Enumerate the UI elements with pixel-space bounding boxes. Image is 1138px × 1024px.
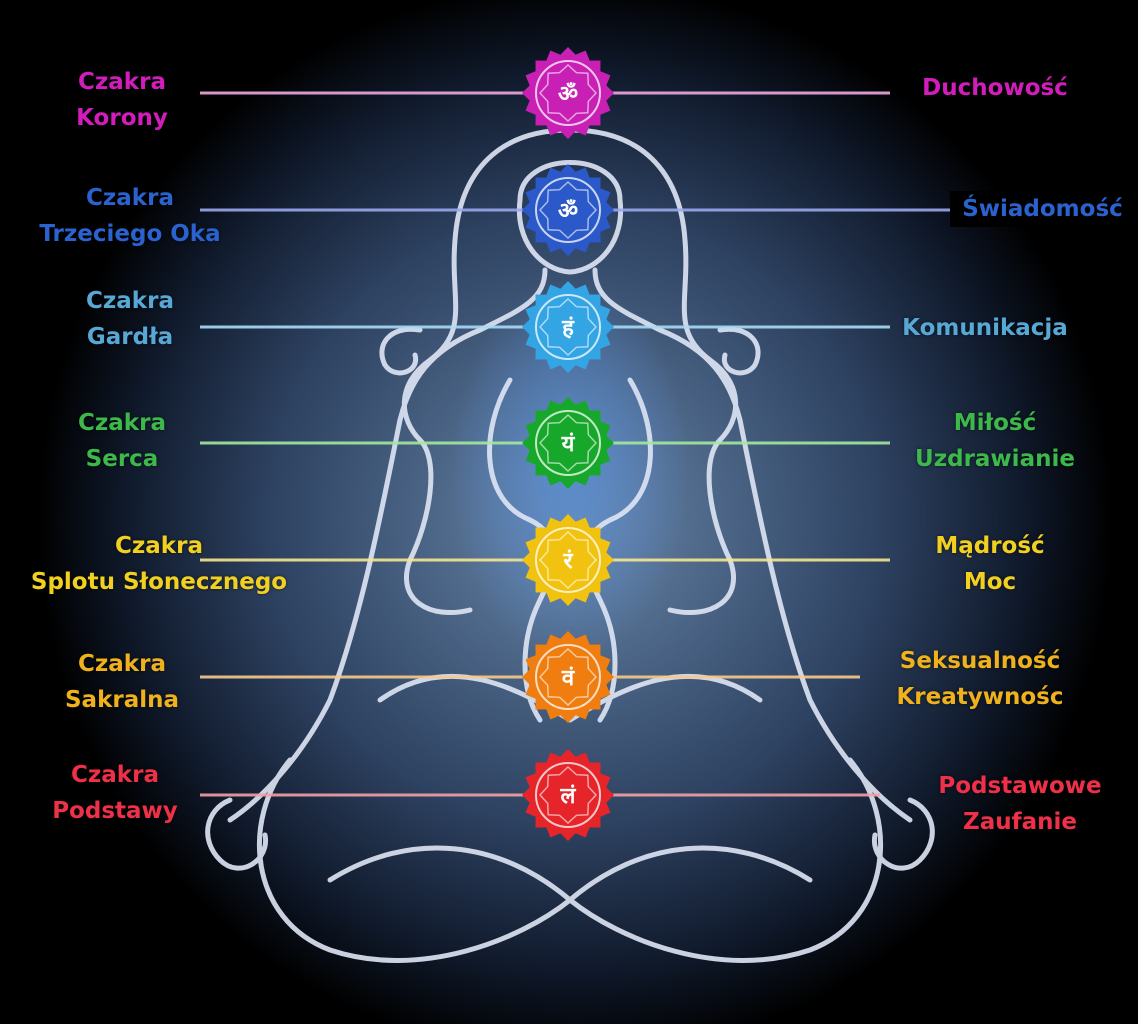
left-label-sacral: Czakra Sakralna xyxy=(52,646,192,718)
left-label-sacral-line2: Sakralna xyxy=(64,687,180,713)
left-label-crown-line1: Czakra xyxy=(78,69,166,95)
left-label-throat-line1: Czakra xyxy=(86,288,174,314)
chakra-ring-heart xyxy=(535,410,601,476)
chakra-ring-sacral xyxy=(535,644,601,710)
chakra-symbol-sacral: वं xyxy=(561,666,575,691)
chakra-symbol-crown: ॐ xyxy=(558,82,578,107)
chakra-disc-heart: यं xyxy=(522,397,614,489)
chakra-symbol-throat: हं xyxy=(561,316,575,341)
shoulder-right xyxy=(592,267,743,423)
right-label-throat: Komunikacja xyxy=(885,310,1085,346)
chakra-inner-pattern-sacral xyxy=(538,647,598,707)
chakra-disc-crown: ॐ xyxy=(522,47,614,139)
right-label-sacral: Seksualność Kreatywnośc xyxy=(880,643,1080,715)
right-label-third-eye-line1: Świadomość xyxy=(962,196,1123,222)
left-label-heart: Czakra Serca xyxy=(52,405,192,477)
chakra-ring-root xyxy=(535,762,601,828)
chakra-ring-throat xyxy=(535,294,601,360)
left-label-root: Czakra Podstawy xyxy=(40,757,190,829)
chakra-symbol-third-eye: ॐ xyxy=(558,199,578,224)
chakra-disc-third-eye: ॐ xyxy=(522,164,614,256)
left-label-throat: Czakra Gardła xyxy=(60,283,200,355)
chakra-disc-root: लं xyxy=(522,749,614,841)
chakra-disc-sacral: वं xyxy=(522,631,614,723)
chakra-symbol-root: लं xyxy=(560,784,577,809)
right-label-third-eye: Świadomość xyxy=(950,191,1135,227)
hand-left xyxy=(205,797,268,871)
right-label-root-line2: Zaufanie xyxy=(963,809,1077,835)
right-label-solar-plexus-line1: Mądrość xyxy=(935,533,1045,559)
chakra-inner-pattern-throat xyxy=(538,297,598,357)
right-label-heart-line1: Miłość xyxy=(953,410,1037,436)
hand-right xyxy=(872,797,935,871)
left-label-crown-line2: Korony xyxy=(76,105,168,131)
legs-crossing xyxy=(327,845,813,903)
left-label-third-eye-line1: Czakra xyxy=(86,185,174,211)
chakra-symbol-heart: यं xyxy=(561,432,576,457)
right-label-root-line1: Podstawowe xyxy=(938,773,1102,799)
chakra-inner-pattern-heart xyxy=(538,413,598,473)
right-label-crown-line1: Duchowość xyxy=(922,75,1068,101)
right-label-throat-line1: Komunikacja xyxy=(902,315,1068,341)
left-label-crown: Czakra Korony xyxy=(52,64,192,136)
right-label-solar-plexus: Mądrość Moc xyxy=(910,528,1070,600)
left-label-root-line1: Czakra xyxy=(71,762,159,788)
left-label-third-eye-line2: Trzeciego Oka xyxy=(39,221,221,247)
chakra-inner-pattern-solar-plexus xyxy=(538,530,598,590)
right-label-heart-line2: Uzdrawianie xyxy=(915,446,1075,472)
head-outline xyxy=(516,160,624,275)
chakra-ring-third-eye xyxy=(535,177,601,243)
left-label-third-eye: Czakra Trzeciego Oka xyxy=(30,180,230,252)
arm-right xyxy=(737,417,913,823)
right-label-crown: Duchowość xyxy=(905,70,1085,106)
hair-curl-right xyxy=(717,326,761,376)
left-label-heart-line1: Czakra xyxy=(78,410,166,436)
chakra-inner-pattern-root xyxy=(538,765,598,825)
right-label-sacral-line1: Seksualność xyxy=(899,648,1061,674)
right-label-solar-plexus-line2: Moc xyxy=(963,569,1017,595)
right-label-root: Podstawowe Zaufanie xyxy=(930,768,1110,840)
chakra-discs-group: ॐ ॐ हं यं रं वं लं xyxy=(522,47,614,841)
chakra-disc-solar-plexus: रं xyxy=(522,514,614,606)
left-label-heart-line2: Serca xyxy=(85,446,159,472)
left-label-solar-plexus-line2: Splotu Słonecznego xyxy=(30,569,288,595)
left-label-solar-plexus-line1: Czakra xyxy=(115,533,203,559)
shoulder-left xyxy=(397,267,548,423)
chakra-ring-crown xyxy=(535,60,601,126)
right-label-heart: Miłość Uzdrawianie xyxy=(905,405,1085,477)
hair-left-outline xyxy=(401,127,573,616)
arm-left xyxy=(227,417,403,823)
chakra-ring-solar-plexus xyxy=(535,527,601,593)
chakra-inner-pattern-crown xyxy=(538,63,598,123)
left-label-sacral-line1: Czakra xyxy=(78,651,166,677)
left-label-throat-line2: Gardła xyxy=(86,324,174,350)
left-label-root-line2: Podstawy xyxy=(52,798,178,824)
chakra-inner-pattern-third-eye xyxy=(538,180,598,240)
left-label-solar-plexus: Czakra Splotu Słonecznego xyxy=(24,528,294,600)
chakra-disc-throat: हं xyxy=(522,281,614,373)
hair-right-outline xyxy=(567,127,739,616)
chakra-symbol-solar-plexus: रं xyxy=(563,549,574,574)
right-label-sacral-line2: Kreatywnośc xyxy=(896,684,1064,710)
hair-curl-left xyxy=(379,326,423,376)
